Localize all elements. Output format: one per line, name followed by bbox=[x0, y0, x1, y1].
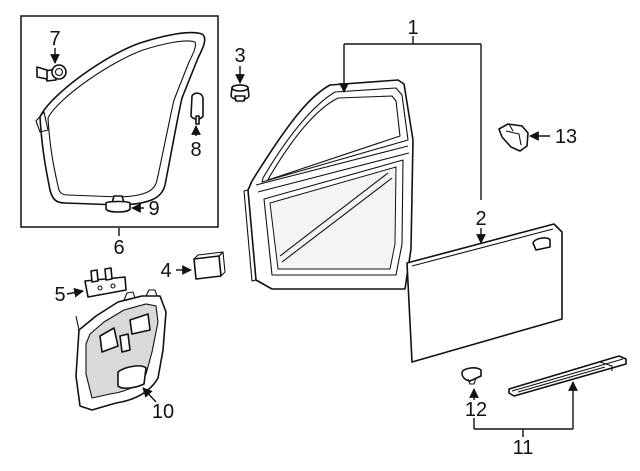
door-weatherstrip bbox=[35, 31, 206, 206]
callout-3: 3 bbox=[234, 45, 245, 67]
callout-11: 11 bbox=[513, 437, 534, 459]
outer-skin-panel bbox=[406, 223, 563, 363]
bumper-plug-part-3 bbox=[230, 66, 250, 102]
callout-10: 10 bbox=[152, 401, 174, 423]
molding-clip-part-12 bbox=[461, 367, 482, 385]
callout-13: 13 bbox=[555, 126, 577, 148]
callout-5: 5 bbox=[54, 284, 65, 306]
callout-7: 7 bbox=[49, 28, 60, 50]
clip-part-8 bbox=[190, 92, 204, 125]
hinge-bracket-part-5 bbox=[84, 267, 127, 298]
callout-12: 12 bbox=[465, 399, 487, 421]
door-shell bbox=[243, 79, 414, 290]
foam-pad-part-4 bbox=[193, 251, 226, 280]
callout-9: 9 bbox=[148, 198, 159, 220]
belt-molding-part-11 bbox=[508, 355, 627, 397]
callout-2: 2 bbox=[475, 208, 486, 230]
retainer-clip-part-13 bbox=[498, 123, 529, 152]
module-panel-part-10 bbox=[75, 289, 167, 411]
callout-1: 1 bbox=[407, 17, 418, 39]
callout-8: 8 bbox=[190, 139, 201, 161]
clip-part-7 bbox=[36, 64, 67, 82]
clip-part-9 bbox=[105, 195, 131, 213]
callout-6: 6 bbox=[113, 237, 124, 259]
callout-4: 4 bbox=[160, 260, 171, 282]
